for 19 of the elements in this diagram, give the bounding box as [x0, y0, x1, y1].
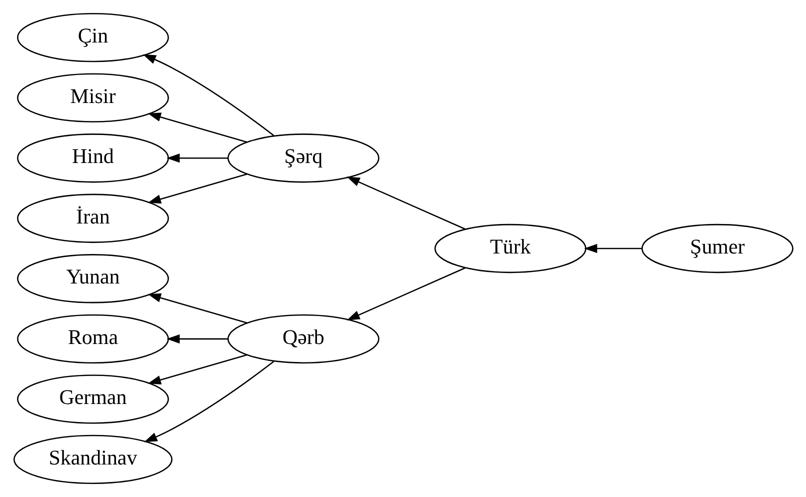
node-ellipse: Şərq — [226, 134, 379, 183]
arrow — [147, 293, 247, 324]
node-ellipse: Türk — [434, 224, 586, 274]
arrow — [142, 54, 274, 136]
arrow — [166, 334, 228, 344]
arrow — [144, 360, 274, 442]
node-ellipse: Çin — [16, 12, 168, 62]
node-ellipse: Qərb — [226, 314, 379, 364]
arrow — [584, 244, 642, 254]
arrow — [147, 112, 247, 143]
node-ellipse: Roma — [16, 314, 168, 364]
arrow — [166, 154, 228, 163]
arrow — [346, 176, 466, 230]
arrow — [346, 267, 466, 320]
arrow — [147, 354, 247, 384]
arrow — [147, 173, 247, 204]
node-ellipse: Hind — [16, 134, 168, 183]
node-ellipse: Şumer — [640, 224, 793, 274]
node-ellipse: Skandinav — [12, 434, 172, 484]
